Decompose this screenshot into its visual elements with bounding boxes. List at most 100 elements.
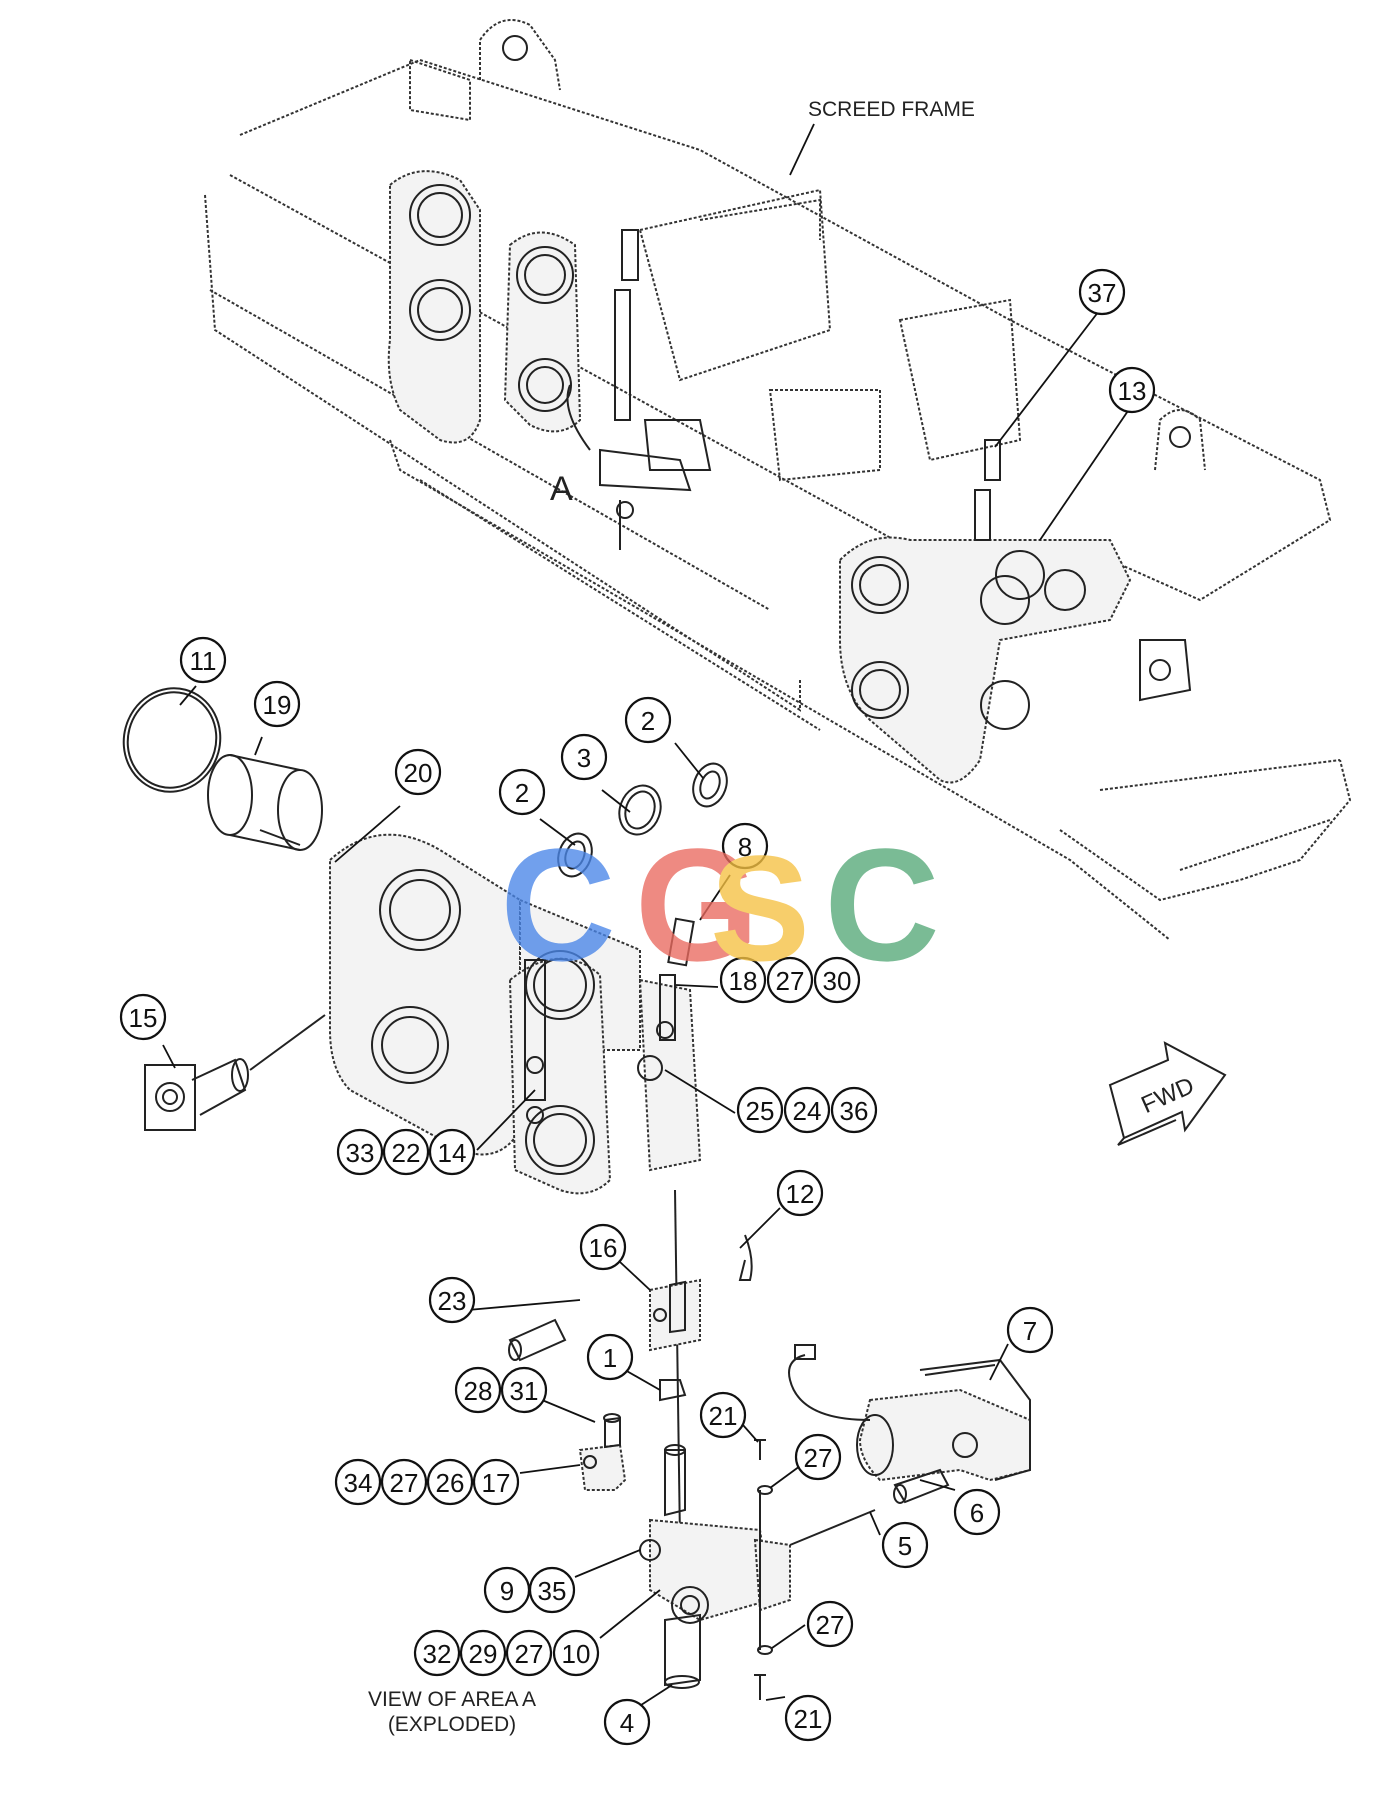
callout-circle bbox=[428, 1128, 476, 1176]
callout-circle bbox=[426, 1458, 474, 1506]
callout-number: 2 bbox=[515, 778, 529, 808]
callout-17: 17 bbox=[472, 1458, 520, 1506]
callout-3: 3 bbox=[560, 733, 608, 781]
callout-circle bbox=[624, 696, 672, 744]
callout-number: 4 bbox=[620, 1708, 634, 1738]
callout-circle bbox=[603, 1698, 651, 1746]
callout-9: 9 bbox=[483, 1566, 531, 1614]
callout-circle bbox=[500, 1366, 548, 1414]
callout-27c: 27 bbox=[380, 1458, 428, 1506]
callout-2b: 2 bbox=[624, 696, 672, 744]
callout-20: 20 bbox=[394, 748, 442, 796]
callout-circle bbox=[253, 680, 301, 728]
callout-number: 14 bbox=[438, 1138, 467, 1168]
callout-number: 9 bbox=[500, 1576, 514, 1606]
forward-arrow: FWD bbox=[1108, 1041, 1227, 1146]
callout-36: 36 bbox=[830, 1086, 878, 1134]
callout-number: 37 bbox=[1088, 278, 1117, 308]
callout-number: 3 bbox=[577, 743, 591, 773]
callout-number: 19 bbox=[263, 690, 292, 720]
callout-number: 36 bbox=[840, 1096, 869, 1126]
callout-circle bbox=[766, 956, 814, 1004]
watermark-letter: C bbox=[824, 815, 940, 994]
callout-number: 30 bbox=[823, 966, 852, 996]
callout-4: 4 bbox=[603, 1698, 651, 1746]
callout-number: 22 bbox=[392, 1138, 421, 1168]
callout-number: 27 bbox=[515, 1639, 544, 1669]
callout-number: 17 bbox=[482, 1468, 511, 1498]
callout-circle bbox=[794, 1433, 842, 1481]
callout-number: 12 bbox=[786, 1179, 815, 1209]
callout-circle bbox=[1078, 268, 1126, 316]
callout-number: 10 bbox=[562, 1639, 591, 1669]
callout-37: 37 bbox=[1078, 268, 1126, 316]
callout-27e: 27 bbox=[505, 1629, 553, 1677]
callout-23: 23 bbox=[428, 1276, 476, 1324]
callout-circle bbox=[721, 822, 769, 870]
callout-number: 5 bbox=[898, 1531, 912, 1561]
area-a-label: A bbox=[550, 470, 573, 508]
callout-circle bbox=[784, 1694, 832, 1742]
callout-circle bbox=[413, 1629, 461, 1677]
callout-circle bbox=[336, 1128, 384, 1176]
callout-5: 5 bbox=[881, 1521, 929, 1569]
callout-circle bbox=[776, 1169, 824, 1217]
callout-circle bbox=[528, 1566, 576, 1614]
callout-6: 6 bbox=[953, 1488, 1001, 1536]
callout-circle bbox=[472, 1458, 520, 1506]
callout-number: 7 bbox=[1023, 1316, 1037, 1346]
callout-10: 10 bbox=[552, 1629, 600, 1677]
callout-28: 28 bbox=[454, 1366, 502, 1414]
callout-number: 21 bbox=[709, 1401, 738, 1431]
callout-27d: 27 bbox=[806, 1600, 854, 1648]
callout-circle bbox=[579, 1223, 627, 1271]
callout-circle bbox=[428, 1276, 476, 1324]
callout-12: 12 bbox=[776, 1169, 824, 1217]
callout-number: 1 bbox=[603, 1343, 617, 1373]
callout-number: 2 bbox=[641, 706, 655, 736]
callout-circle bbox=[459, 1629, 507, 1677]
callout-number: 24 bbox=[793, 1096, 822, 1126]
callout-number: 26 bbox=[436, 1468, 465, 1498]
callout-number: 21 bbox=[794, 1704, 823, 1734]
callout-circle bbox=[382, 1128, 430, 1176]
callout-2a: 2 bbox=[498, 768, 546, 816]
callout-circle bbox=[179, 636, 227, 684]
callout-33: 33 bbox=[336, 1128, 384, 1176]
callout-26: 26 bbox=[426, 1458, 474, 1506]
callout-31: 31 bbox=[500, 1366, 548, 1414]
callout-circle bbox=[380, 1458, 428, 1506]
callout-number: 34 bbox=[344, 1468, 373, 1498]
callout-25: 25 bbox=[736, 1086, 784, 1134]
callout-number: 31 bbox=[510, 1376, 539, 1406]
callout-13: 13 bbox=[1108, 366, 1156, 414]
callout-30: 30 bbox=[813, 956, 861, 1004]
callout-7: 7 bbox=[1006, 1306, 1054, 1354]
callout-14: 14 bbox=[428, 1128, 476, 1176]
callout-22: 22 bbox=[382, 1128, 430, 1176]
watermark-letter: S bbox=[710, 824, 810, 992]
callout-16: 16 bbox=[579, 1223, 627, 1271]
callout-circle bbox=[1108, 366, 1156, 414]
callout-circle bbox=[719, 956, 767, 1004]
callout-number: 23 bbox=[438, 1286, 467, 1316]
callout-number: 27 bbox=[816, 1610, 845, 1640]
callout-number: 27 bbox=[776, 966, 805, 996]
callout-circle bbox=[552, 1629, 600, 1677]
callout-number: 25 bbox=[746, 1096, 775, 1126]
leader-lines bbox=[162, 306, 1133, 1708]
callout-32: 32 bbox=[413, 1629, 461, 1677]
view-caption-line1: VIEW OF AREA A bbox=[368, 1688, 536, 1711]
callout-circle bbox=[560, 733, 608, 781]
callout-circle bbox=[953, 1488, 1001, 1536]
callout-circle bbox=[394, 748, 442, 796]
callout-21b: 21 bbox=[784, 1694, 832, 1742]
callout-number: 32 bbox=[423, 1639, 452, 1669]
callout-circle bbox=[586, 1333, 634, 1381]
callout-18: 18 bbox=[719, 956, 767, 1004]
callout-number: 11 bbox=[190, 646, 217, 676]
callout-circle bbox=[806, 1600, 854, 1648]
callout-circle bbox=[334, 1458, 382, 1506]
